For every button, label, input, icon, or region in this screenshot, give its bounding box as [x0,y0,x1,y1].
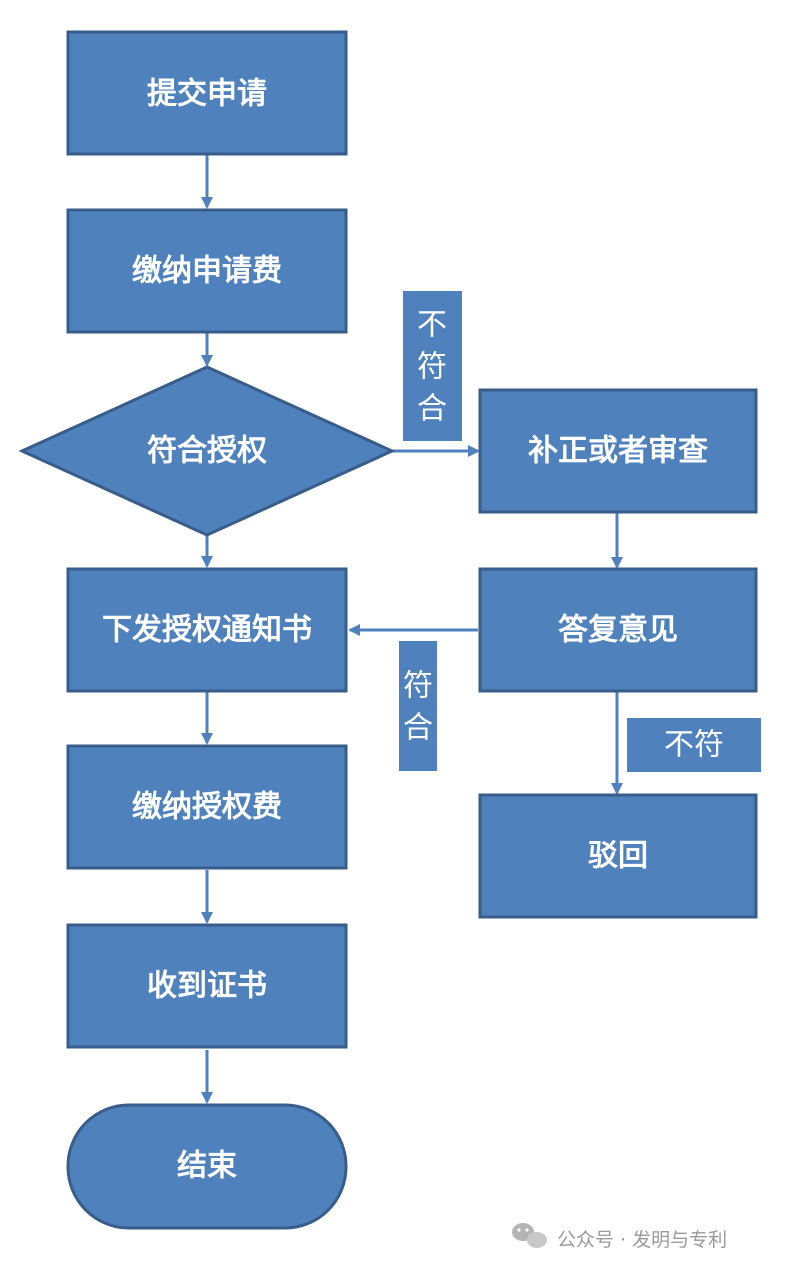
edge-label-eligible-char2: 合 [403,711,433,746]
node-grant-notice [66,567,348,693]
node-receive-certificate-label: 收到证书 [147,969,267,1004]
edge-label-not-eligible-char2: 符 [417,350,447,385]
edge-label-not-match: 不符 [664,728,724,763]
node-pay-application-fee [66,208,348,334]
edge-label-not-eligible-char3: 合 [417,392,447,427]
edge-label-not-eligible-char1: 不 [417,308,447,343]
node-correction-label: 补正或者审查 [528,434,708,469]
node-reply-opinion-label: 答复意见 [558,613,678,648]
node-pay-grant-fee-label: 缴纳授权费 [132,790,282,825]
node-reply-opinion [478,567,758,693]
node-pay-grant-fee [66,744,348,870]
label-box-not-match [627,718,761,772]
node-end [66,1103,348,1230]
node-decision-eligible-label: 符合授权 [147,434,267,469]
node-grant-notice-label: 下发授权通知书 [102,613,312,648]
nodes [18,30,758,1230]
label-box-not-eligible [403,291,462,441]
watermark-text: 公众号 · 发明与专利 [557,1229,727,1251]
edges [201,155,623,1104]
node-rejected [478,793,758,919]
node-submit [66,30,348,156]
watermark: 公众号 · 发明与专利 [512,1223,727,1251]
node-receive-certificate [66,923,348,1049]
label-box-eligible [399,641,437,771]
edge-label-boxes [399,291,761,772]
node-rejected-label: 驳回 [588,839,648,874]
node-end-label: 结束 [177,1149,237,1184]
node-pay-application-fee-label: 缴纳申请费 [132,254,282,289]
edge-label-eligible-char1: 符 [403,669,433,704]
node-submit-label: 提交申请 [147,77,267,112]
node-correction-or-examination [478,388,758,514]
wechat-icon [512,1223,547,1248]
node-decision-eligible [18,365,396,537]
